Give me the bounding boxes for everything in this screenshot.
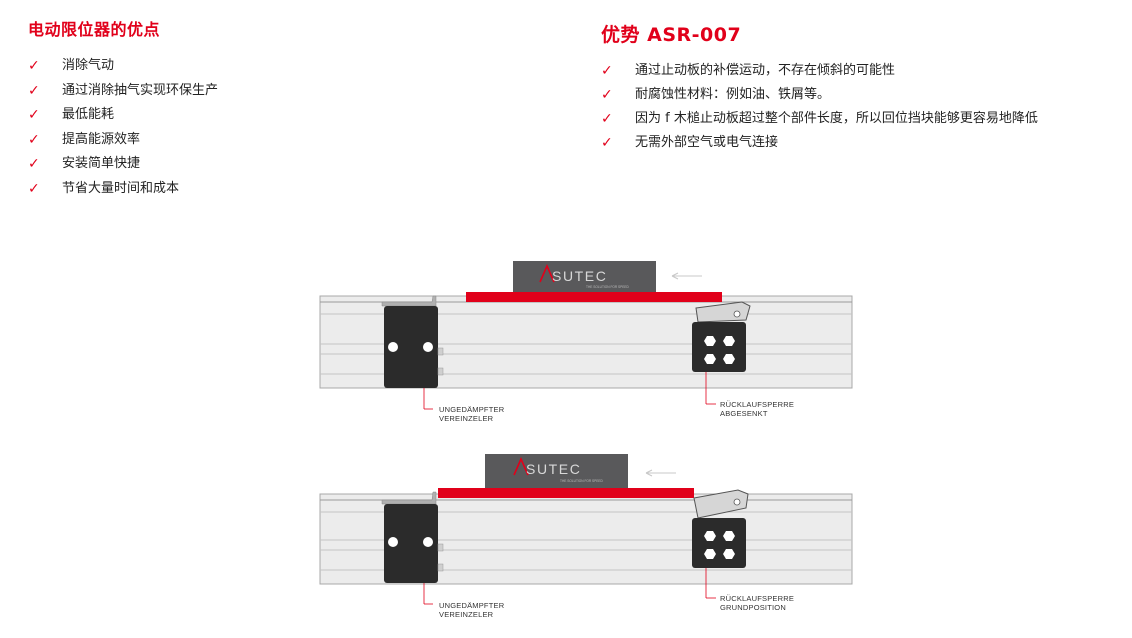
label-singulator: VEREINZELER <box>439 610 494 619</box>
check-icon: ✓ <box>28 107 40 123</box>
label-reverse-stop: RÜCKLAUFSPERRE <box>720 594 794 603</box>
list-item: ✓ 节省大量时间和成本 <box>28 181 548 197</box>
label-reverse-stop: ABGESENKT <box>720 409 768 418</box>
list-item: ✓ 安装简单快捷 <box>28 156 548 172</box>
bolt-icon <box>423 342 433 352</box>
label-singulator: UNGEDÄMPFTER <box>439 405 505 414</box>
label-singulator: VEREINZELER <box>439 414 494 423</box>
left-heading: 电动限位器的优点 <box>28 20 161 39</box>
list-item: ✓ 通过消除抽气实现环保生产 <box>28 83 548 99</box>
check-icon: ✓ <box>601 87 613 103</box>
bolt-icon <box>704 354 716 364</box>
connector <box>437 367 444 376</box>
brand-subtext: THE SOLUTION FOR SPEED <box>560 479 604 483</box>
pawl-pin-icon <box>733 498 741 506</box>
asutec-logo-mark <box>539 264 555 283</box>
check-icon: ✓ <box>28 131 40 148</box>
bolt-icon <box>704 336 716 346</box>
list-item-text: 消除气动 <box>62 58 115 73</box>
check-icon: ✓ <box>601 111 613 127</box>
list-item-text: 无需外部空气或电气连接 <box>635 135 779 150</box>
singulator-top <box>381 491 437 505</box>
brand-text: SUTEC <box>552 268 607 284</box>
bolt-icon <box>423 537 433 547</box>
bolt-icon <box>723 531 735 541</box>
workpiece <box>513 261 656 292</box>
bolt-icon <box>723 354 735 364</box>
list-item-text: 耐腐蚀性材料：例如油、铁屑等。 <box>635 87 831 102</box>
singulator-block <box>384 504 438 583</box>
list-item: ✓ 因为 f 木槌止动板超过整个部件长度，所以回位挡块能够更容易地降低 <box>601 111 1121 127</box>
list-item: ✓ 通过止动板的补偿运动，不存在倾斜的可能性 <box>601 63 1121 79</box>
connector <box>437 543 444 552</box>
bolt-icon <box>388 537 398 547</box>
bolt-icon <box>723 549 735 559</box>
arrow-left-icon <box>645 469 676 477</box>
list-item: ✓ 最低能耗 <box>28 107 548 123</box>
pawl <box>693 489 749 519</box>
check-icon: ✓ <box>28 180 40 197</box>
arrow-left-icon <box>671 272 702 280</box>
bolt-icon <box>704 531 716 541</box>
right-feature-list: ✓ 通过止动板的补偿运动，不存在倾斜的可能性 ✓ 耐腐蚀性材料：例如油、铁屑等。 ✓… <box>601 63 1121 151</box>
brand-subtext: THE SOLUTION FOR SPEED <box>586 285 630 289</box>
label-singulator: UNGEDÄMPFTER <box>439 601 505 610</box>
check-icon: ✓ <box>601 63 613 79</box>
right-column: 优势 ASR-007 ✓ 通过止动板的补偿运动，不存在倾斜的可能性 ✓ 耐腐蚀性材料… <box>601 20 1121 159</box>
check-icon: ✓ <box>28 58 40 74</box>
list-item: ✓ 提高能源效率 <box>28 132 548 148</box>
reverse-stop-block <box>692 518 746 568</box>
singulator-block <box>384 306 438 388</box>
brand-text: SUTEC <box>526 461 581 477</box>
check-icon: ✓ <box>28 82 40 99</box>
workpiece <box>485 454 628 488</box>
list-item: ✓ 消除气动 <box>28 58 548 74</box>
left-column: 电动限位器的优点 ✓ 消除气动 ✓ 通过消除抽气实现环保生产 ✓ 最低能耗 ✓ 提高能源… <box>28 16 548 205</box>
list-item-text: 节省大量时间和成本 <box>62 180 180 196</box>
bolt-icon <box>704 549 716 559</box>
list-item-text: 通过消除抽气实现环保生产 <box>62 82 219 98</box>
stop-plate <box>438 488 694 498</box>
label-reverse-stop: RÜCKLAUFSPERRE <box>720 400 794 409</box>
left-feature-list: ✓ 消除气动 ✓ 通过消除抽气实现环保生产 ✓ 最低能耗 ✓ 提高能源效率 ✓ 安装简单快… <box>28 58 548 197</box>
diagram-abgesenkt-svg: SUTEC THE SOLUTION FOR SPEED UNGEDÄMPFTE… <box>319 261 853 423</box>
list-item-text: 通过止动板的补偿运动，不存在倾斜的可能性 <box>635 63 896 78</box>
list-item-text: 最低能耗 <box>62 107 115 122</box>
list-item-text: 因为 f 木槌止动板超过整个部件长度，所以回位挡块能够更容易地降低 <box>635 111 1038 126</box>
check-icon: ✓ <box>601 135 613 151</box>
pawl-pin-icon <box>733 310 741 318</box>
check-icon: ✓ <box>28 156 40 172</box>
asutec-logo-mark <box>513 457 529 476</box>
reverse-stop-block <box>692 322 746 372</box>
list-item-text: 提高能源效率 <box>62 131 141 147</box>
list-item: ✓ 耐腐蚀性材料：例如油、铁屑等。 <box>601 87 1121 103</box>
list-item-text: 安装简单快捷 <box>62 156 141 171</box>
diagram-grundposition: SUTEC THE SOLUTION FOR SPEED UNGEDÄMPFTE… <box>300 452 880 632</box>
bolt-icon <box>388 342 398 352</box>
list-item: ✓ 无需外部空气或电气连接 <box>601 135 1121 151</box>
label-reverse-stop: GRUNDPOSITION <box>720 603 786 612</box>
stop-plate <box>466 292 722 302</box>
diagram-grundposition-svg: SUTEC THE SOLUTION FOR SPEED UNGEDÄMPFTE… <box>319 454 853 619</box>
diagram-abgesenkt: SUTEC THE SOLUTION FOR SPEED UNGEDÄMPFTE… <box>300 258 880 438</box>
connector <box>437 563 444 572</box>
singulator-top <box>381 295 437 307</box>
bolt-icon <box>723 336 735 346</box>
connector <box>437 347 444 356</box>
right-heading: 优势 ASR-007 <box>601 24 742 46</box>
